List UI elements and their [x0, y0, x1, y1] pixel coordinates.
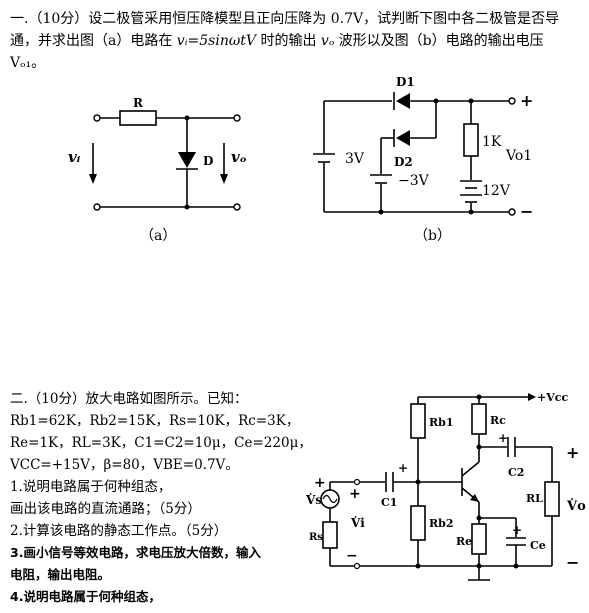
circuit-b-d1-label: D1	[396, 75, 415, 89]
amp-vi-plus: +	[349, 486, 361, 502]
circuit-b: D1 D2 3V −3V 1K 12V Vo1 + − （b）	[313, 75, 533, 244]
amp-out-minus: −	[566, 553, 579, 572]
circuit-b-neg3v-label: −3V	[398, 173, 430, 189]
amp-rs-label: Rs	[309, 532, 323, 543]
resistor-rb2-symbol	[410, 505, 426, 541]
q1-text-after: 波形以及图（b）电路的输出电压 Vₒ₁。	[10, 33, 544, 71]
resistor-1k-symbol	[463, 123, 479, 157]
circuit-b-plus-label: +	[520, 91, 533, 110]
question-2-text: 二.（10分）放大电路如图所示。已知： Rb1=62K，Rb2=15K，Rs=1…	[10, 388, 312, 608]
circuit-a-diode-label: D	[203, 154, 213, 168]
amp-rb2-label: Rb2	[429, 517, 454, 530]
amp-vs-plus: +	[314, 475, 326, 491]
q1-vo: vₒ	[320, 33, 335, 49]
amp-vo-label: V̇o	[566, 498, 586, 514]
amp-rb1-label: Rb1	[429, 416, 454, 429]
q2-item-2: 2.计算该电路的静态工作点。（5分）	[10, 523, 228, 539]
q2-item-4: 4.说明电路属于何种组态，	[10, 589, 161, 604]
circuit-b-12v-label: 12V	[482, 183, 511, 199]
circuit-a-vo-label: vₒ	[231, 148, 247, 166]
circuit-b-minus-label: −	[520, 202, 533, 221]
amp-rl-label: RL	[526, 492, 543, 505]
circuit-b-caption: （b）	[414, 228, 451, 244]
circuit-a-resistor-label: R	[133, 96, 144, 110]
circuit-a-caption: （a）	[140, 228, 176, 244]
q2-item-1a: 1.说明电路属于何种组态，	[10, 479, 172, 495]
circuit-a-vi-label: vᵢ	[68, 148, 81, 166]
amp-rc-label: Rc	[490, 414, 506, 427]
circuit-b-d2-label: D2	[394, 155, 413, 169]
q2-item-3a: 3.画小信号等效电路，求电压放大倍数，输入	[10, 545, 261, 560]
diode-d2-symbol	[396, 130, 410, 146]
q2-title: 二.（10分）放大电路如图所示。已知：	[10, 391, 248, 407]
amp-c1-label: C1	[381, 496, 397, 509]
q2-params-line3: VCC=+15V，β=80，VBE=0.7V。	[10, 457, 239, 473]
resistor-rb1-symbol	[410, 403, 426, 439]
amp-c2-label: C2	[508, 466, 524, 479]
circuit-b-1k-label: 1K	[482, 134, 502, 150]
q1-text-before: 一.（10分）设二极管采用恒压降模型且正向压降为 0.7V，试判断下图中各二极管…	[10, 11, 560, 49]
q1-text-mid: 时的输出	[256, 33, 321, 49]
q1-vi-expression: vᵢ=5sinωtV	[176, 33, 256, 49]
amp-vs-minus: −	[346, 548, 358, 564]
q2-item-3b: 电阻，输出电阻。	[10, 567, 111, 582]
c1-plus-mark: +	[398, 461, 408, 475]
resistor-rc-symbol	[471, 403, 487, 435]
amp-vi-label: V̇i	[350, 515, 365, 530]
resistor-re-symbol	[471, 523, 487, 555]
amp-vcc-label: +Vcc	[537, 391, 568, 404]
circuit-b-3v-label: 3V	[345, 151, 365, 167]
amplifier-circuit: +Vcc Rb1 Rc + C2 RL + V̇o −	[305, 391, 586, 581]
q2-params-line2: Re=1K，RL=3K，C1=C2=10μ，Ce=220μ，	[10, 435, 312, 451]
resistor-r-symbol	[119, 110, 157, 126]
circuit-a: R D vᵢ vₒ （a）	[68, 96, 247, 244]
diode-d1-symbol	[396, 93, 410, 109]
amp-vs-label: V̇s	[305, 492, 322, 507]
c2-plus-mark: +	[498, 431, 508, 445]
amp-re-label: Re	[456, 535, 472, 548]
q2-item-1b: 画出该电路的直流通路；（5分）	[10, 501, 201, 517]
resistor-rl-symbol	[544, 481, 560, 517]
resistor-rs-symbol	[322, 521, 338, 549]
ac-source-symbol	[320, 489, 340, 509]
ce-plus-mark: +	[512, 523, 522, 537]
question-1-text: 一.（10分）设二极管采用恒压降模型且正向压降为 0.7V，试判断下图中各二极管…	[10, 8, 582, 74]
amp-ce-label: Ce	[530, 539, 546, 552]
amp-out-plus: +	[566, 443, 579, 462]
q2-params-line1: Rb1=62K，Rb2=15K，Rs=10K，Rc=3K，	[10, 413, 300, 429]
diode-d-symbol	[178, 152, 196, 168]
circuit-b-vo1-label: Vo1	[505, 148, 532, 164]
